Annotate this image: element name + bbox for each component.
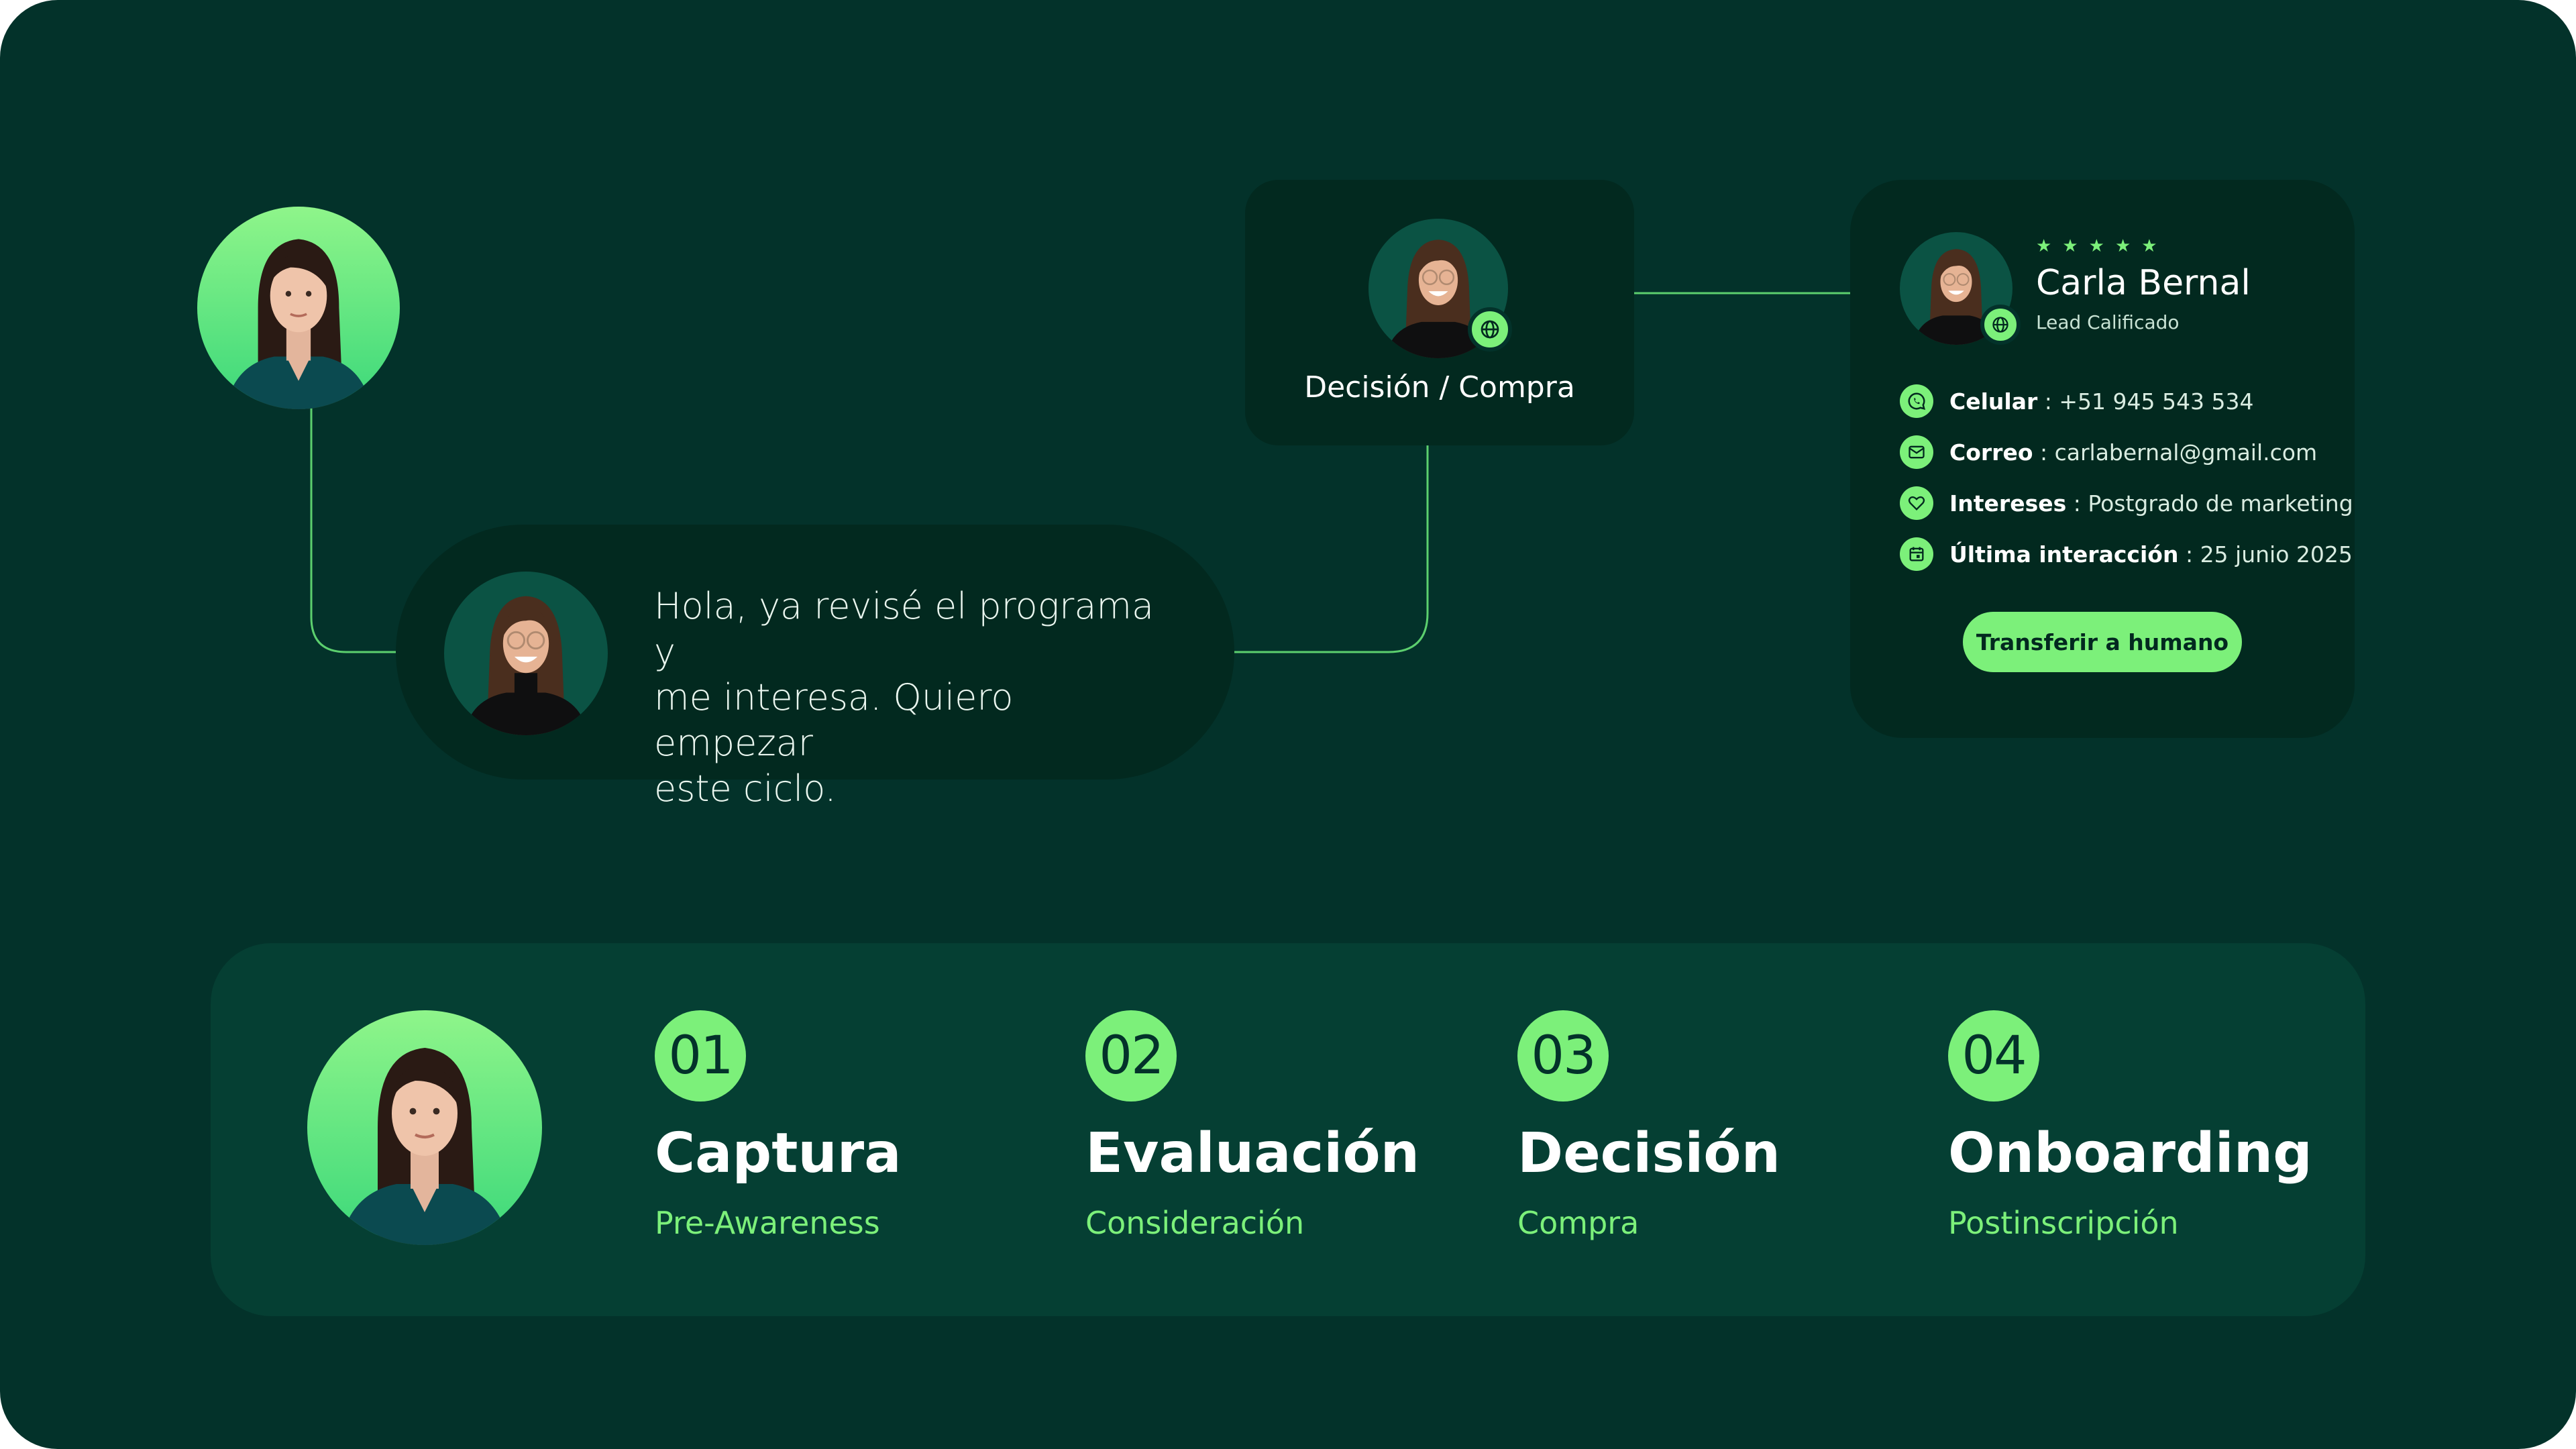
info-separator: : xyxy=(2178,541,2200,568)
info-value: carlabernal@gmail.com xyxy=(2054,439,2318,466)
connector-avatar-to-bubble xyxy=(310,402,396,653)
step-subtitle: Compra xyxy=(1517,1205,1640,1241)
message-line: me interesa. Quiero empezar xyxy=(654,676,1014,764)
globe-icon xyxy=(1980,305,2021,345)
star-icon: ★ xyxy=(2036,236,2052,256)
step-number: 02 xyxy=(1085,1010,1177,1102)
connector-bubble-to-stage xyxy=(1234,445,1429,653)
info-key: Intereses xyxy=(1949,490,2067,517)
step-title: Decisión xyxy=(1517,1122,1781,1185)
step-subtitle: Pre-Awareness xyxy=(655,1205,880,1241)
info-value: +51 945 543 534 xyxy=(2059,388,2254,415)
info-value: 25 junio 2025 xyxy=(2200,541,2353,568)
lead-avatar xyxy=(197,207,400,409)
journey-avatar xyxy=(307,1010,542,1245)
rating-stars: ★ ★ ★ ★ ★ xyxy=(2036,237,2157,255)
info-key: Celular xyxy=(1949,388,2038,415)
stage-avatar xyxy=(1368,219,1508,358)
star-icon: ★ xyxy=(2088,236,2104,256)
stage-label: Decisión / Compra xyxy=(1304,370,1575,405)
info-key: Correo xyxy=(1949,439,2033,466)
info-row-interests: Intereses : Postgrado de marketing xyxy=(1900,484,2353,522)
info-separator: : xyxy=(2033,439,2055,466)
info-separator: : xyxy=(2037,388,2059,415)
profile-name: Carla Bernal xyxy=(2036,263,2251,303)
star-icon: ★ xyxy=(2062,236,2078,256)
star-icon: ★ xyxy=(2114,236,2131,256)
step-subtitle: Postinscripción xyxy=(1948,1205,2179,1241)
profile-portrait xyxy=(1900,232,2012,345)
info-value: Postgrado de marketing xyxy=(2088,490,2353,517)
info-key: Última interacción xyxy=(1949,541,2179,568)
info-row-last-interaction: Última interacción : 25 junio 2025 xyxy=(1900,535,2353,573)
journey-panel xyxy=(211,943,2365,1316)
star-icon: ★ xyxy=(2141,236,2157,256)
sender-avatar xyxy=(444,572,608,735)
step-number: 03 xyxy=(1517,1010,1609,1102)
journey-portrait xyxy=(307,1010,542,1245)
message-text: Hola, ya revisé el programa y me interes… xyxy=(654,584,1164,812)
stage-portrait xyxy=(1368,219,1508,358)
step-number: 01 xyxy=(655,1010,746,1102)
info-separator: : xyxy=(2066,490,2088,517)
message-line: este ciclo. xyxy=(654,767,837,810)
step-title: Evaluación xyxy=(1085,1122,1420,1185)
lead-portrait xyxy=(197,207,400,409)
info-row-phone: Celular : +51 945 543 534 xyxy=(1900,382,2253,420)
profile-avatar xyxy=(1900,232,2012,345)
message-line: Hola, ya revisé el programa y xyxy=(654,585,1155,673)
mail-icon xyxy=(1900,435,1933,469)
globe-icon xyxy=(1468,307,1512,352)
sender-portrait xyxy=(444,572,608,735)
transfer-to-human-button[interactable]: Transferir a humano xyxy=(1963,612,2242,672)
heart-icon xyxy=(1900,486,1933,520)
step-title: Onboarding xyxy=(1948,1122,2312,1185)
profile-status: Lead Calificado xyxy=(2036,311,2180,333)
info-row-email: Correo : carlabernal@gmail.com xyxy=(1900,433,2317,471)
step-subtitle: Consideración xyxy=(1085,1205,1305,1241)
step-number: 04 xyxy=(1948,1010,2039,1102)
whatsapp-icon xyxy=(1900,384,1933,418)
calendar-icon xyxy=(1900,537,1933,571)
step-title: Captura xyxy=(655,1122,902,1185)
